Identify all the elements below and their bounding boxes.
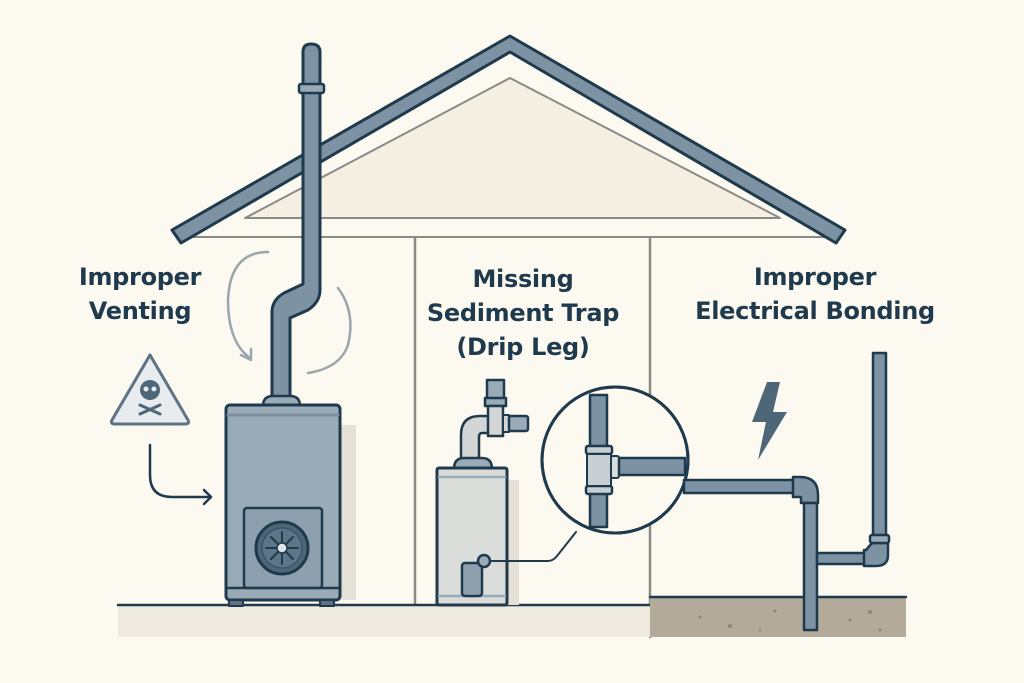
label-improper-venting: Improper Venting [60,260,220,328]
label-improper-electrical-bonding: Improper Electrical Bonding [690,260,940,328]
soil [650,597,906,637]
label-line: Electrical Bonding [695,297,935,325]
label-line: Improper [753,263,877,291]
gas-valve [460,561,484,598]
callout-line [489,531,577,562]
heater-elbow-pipe [459,414,491,462]
rotation-arrow-icon [226,250,270,360]
vent-pipe [270,42,322,400]
attic-gable [244,77,781,219]
water-pipe [871,351,888,539]
label-line: (Drip Leg) [456,333,590,361]
label-line: Sediment Trap [426,299,620,327]
label-line: Missing [472,265,574,293]
label-missing-sediment-trap: Missing Sediment Trap (Drip Leg) [413,262,633,364]
pointer-arrow-icon [148,443,213,499]
floor [118,605,650,637]
lightning-bolt-icon [752,382,787,460]
roof [170,34,847,245]
water-heater [435,466,509,607]
label-line: Venting [88,297,192,325]
gas-pipe [682,478,798,495]
vent-collar [297,82,326,95]
label-line: Improper [78,263,202,291]
